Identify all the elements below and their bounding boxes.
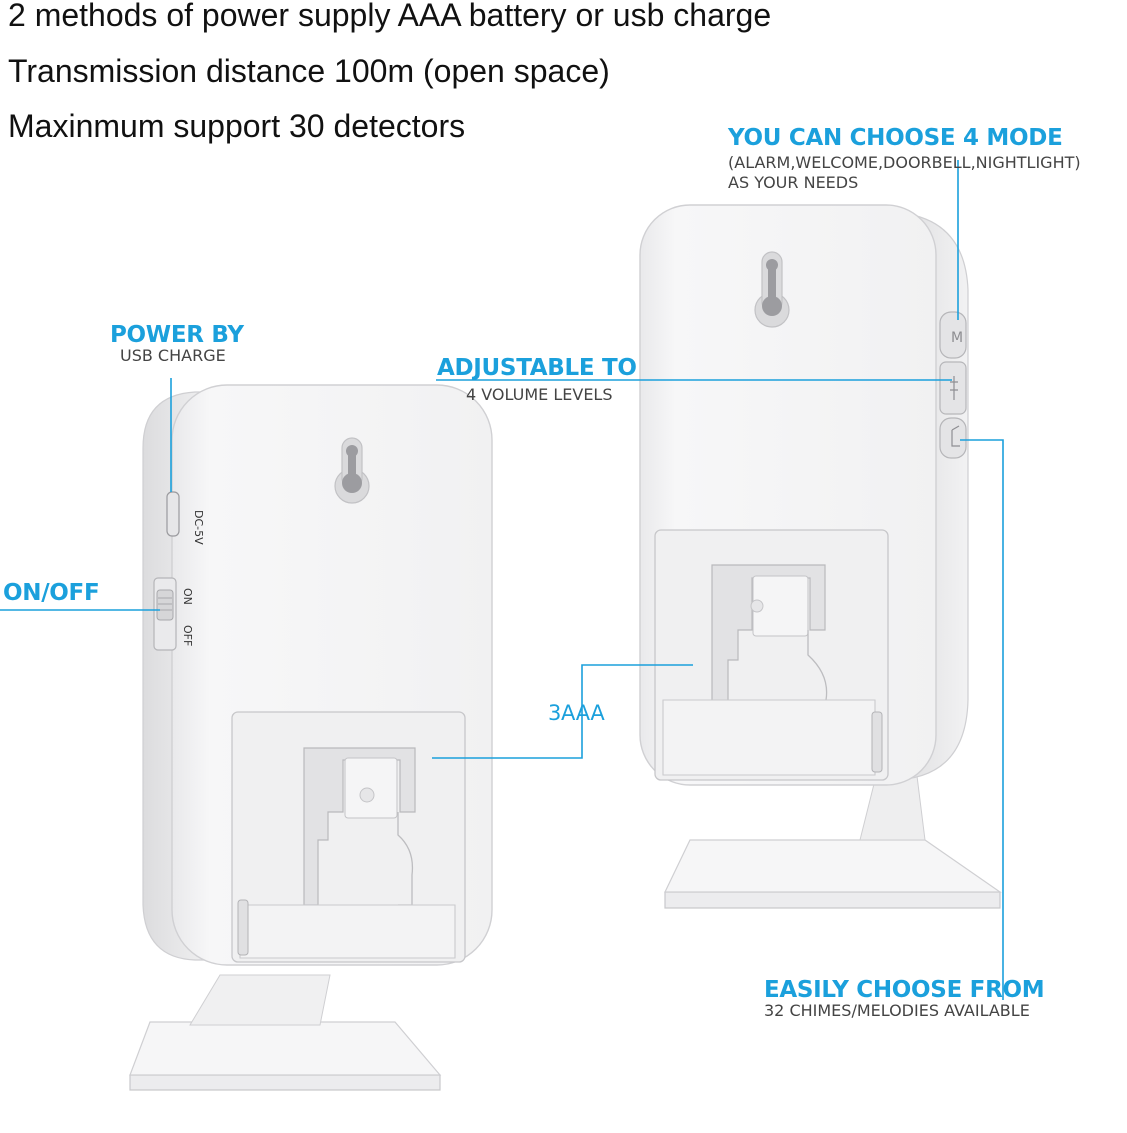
headline-power-supply: 2 methods of power supply AAA battery or… bbox=[8, 0, 772, 33]
melody-note-icon bbox=[951, 425, 960, 447]
callout-onoff-title: ON/OFF bbox=[3, 580, 100, 606]
left-usb-port bbox=[166, 491, 180, 537]
callout-power-title: POWER BY bbox=[110, 322, 244, 348]
callout-mode-sub-1: (ALARM,WELCOME,DOORBELL,NIGHTLIGHT) bbox=[728, 153, 1081, 172]
callout-mode-title: YOU CAN CHOOSE 4 MODE bbox=[728, 125, 1063, 151]
right-side-buttons: M bbox=[939, 311, 967, 459]
headline-max-detectors: Maxinmum support 30 detectors bbox=[8, 108, 466, 144]
left-chime-unit: DC-5V ON OFF bbox=[129, 384, 493, 1091]
leader-battery bbox=[432, 664, 693, 759]
left-power-switch bbox=[153, 577, 177, 651]
callout-volume-sub: 4 VOLUME LEVELS bbox=[466, 385, 613, 404]
right-chime-unit: M bbox=[639, 204, 1002, 909]
volume-glyph-icon bbox=[950, 376, 958, 400]
switch-off-label: OFF bbox=[181, 625, 194, 646]
melody-button bbox=[939, 417, 967, 459]
callout-chimes-title: EASILY CHOOSE FROM bbox=[764, 977, 1045, 1003]
callout-battery-title: 3AAA bbox=[548, 701, 605, 725]
callout-chimes-sub: 32 CHIMES/MELODIES AVAILABLE bbox=[764, 1001, 1030, 1020]
callout-volume-title: ADJUSTABLE TO bbox=[437, 355, 637, 381]
left-battery-cover bbox=[231, 711, 466, 963]
left-stand bbox=[129, 974, 442, 1091]
right-keyhole bbox=[754, 251, 790, 328]
leader-chimes bbox=[960, 439, 1004, 1000]
left-keyhole bbox=[334, 437, 370, 504]
switch-on-label: ON bbox=[181, 588, 194, 605]
callout-power-sub: USB CHARGE bbox=[120, 346, 226, 365]
callout-leader-lines bbox=[0, 160, 1004, 1000]
headline-transmission-distance: Transmission distance 100m (open space) bbox=[8, 53, 610, 89]
callout-mode-sub-2: AS YOUR NEEDS bbox=[728, 173, 859, 192]
right-battery-cover bbox=[654, 529, 889, 781]
mode-button-label: M bbox=[951, 330, 963, 346]
dc-port-label: DC-5V bbox=[192, 510, 205, 545]
mode-button bbox=[939, 311, 967, 359]
volume-button bbox=[939, 361, 967, 415]
